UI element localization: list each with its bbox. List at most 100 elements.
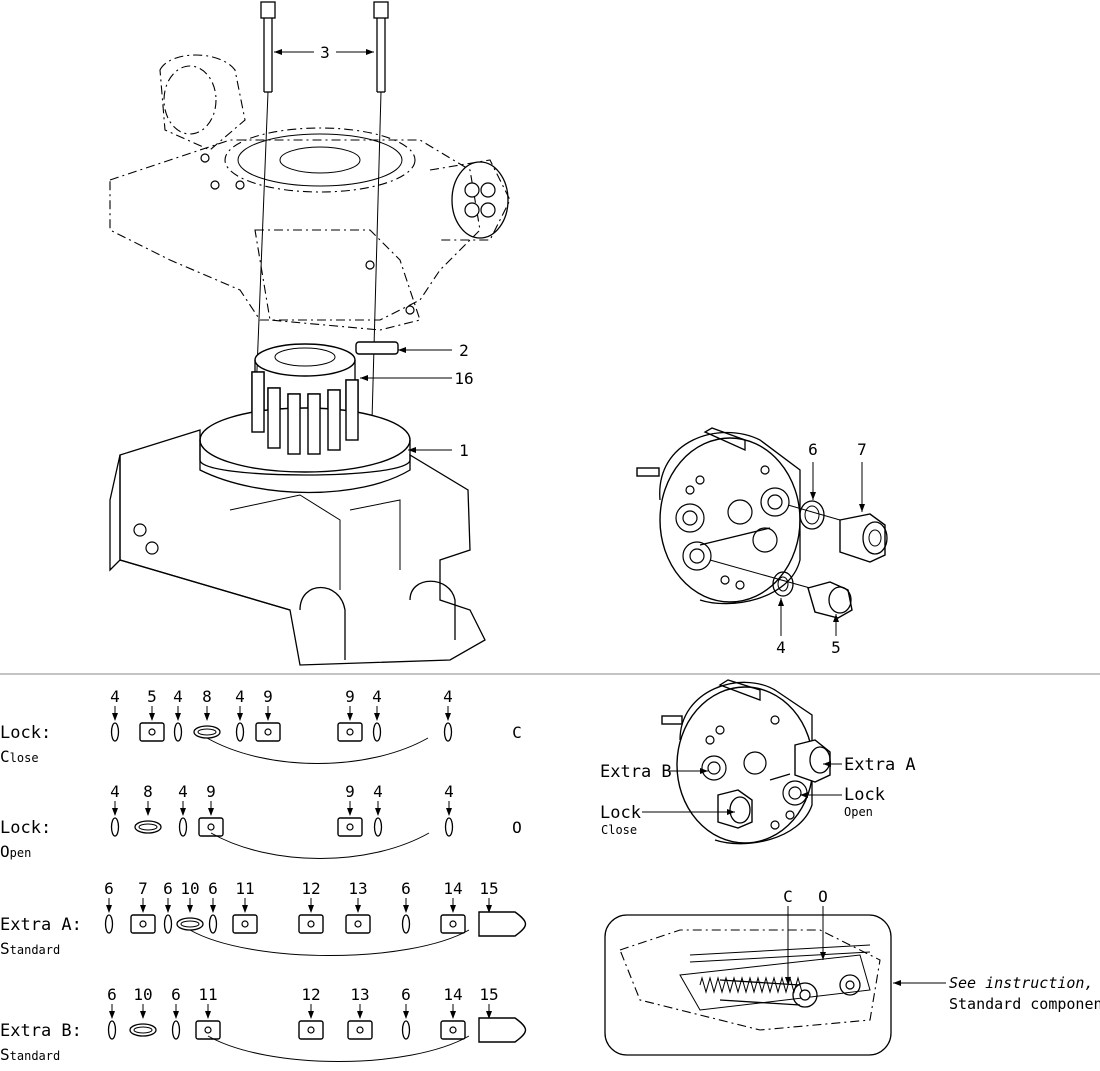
leader-arrow: [403, 1011, 409, 1019]
port-labelled-view: Extra B Extra A Lock Close Lock Open: [600, 679, 916, 845]
callout-2: 2: [459, 341, 469, 360]
seal-part: [208, 914, 218, 934]
leader-arrow: [347, 713, 353, 721]
label-extra-a: Extra A: [844, 755, 916, 775]
part-callout-5: 5: [147, 687, 157, 706]
leader-arrow: [173, 1011, 179, 1019]
label-lock-close-sub: Close: [601, 823, 637, 837]
screw-right: [373, 1, 389, 93]
row-sublabel-extra-a: Standard: [0, 939, 60, 958]
hose-line: [206, 737, 429, 764]
part-callout-4: 4: [444, 782, 454, 801]
row-label-lock-open: Lock:: [0, 818, 51, 838]
seal-6: [799, 500, 825, 530]
tool-changer-base: [109, 429, 486, 666]
part-callout-4: 4: [110, 687, 120, 706]
seal-part: [178, 817, 188, 837]
part-callout-9: 9: [345, 782, 355, 801]
leader-arrow: [106, 905, 112, 913]
part-callout-6: 6: [401, 879, 411, 898]
label-lock-open-sub: Open: [844, 805, 873, 819]
cap-part: [478, 911, 527, 937]
part-callout-9: 9: [263, 687, 273, 706]
leader-arrow: [140, 905, 146, 913]
seal-part: [235, 722, 245, 742]
fitting-hole: [307, 1026, 315, 1034]
leader-arrow: [486, 905, 492, 913]
fitting-hole: [264, 728, 272, 736]
part-callout-4: 4: [372, 687, 382, 706]
row-label-extra-a: Extra A:: [0, 915, 82, 935]
part-callout-4: 4: [178, 782, 188, 801]
leader-arrow: [308, 905, 314, 913]
leader-arrow: [149, 713, 155, 721]
row-side-lock-open: O: [512, 818, 522, 837]
seal-part: [110, 722, 120, 742]
leader-arrow: [403, 905, 409, 913]
hose-line: [207, 1035, 470, 1062]
cap-part: [478, 1017, 527, 1043]
leader-arrow: [205, 1011, 211, 1019]
seal-part: [401, 914, 411, 934]
part-callout-10: 10: [133, 985, 152, 1004]
leader-arrow: [208, 808, 214, 816]
leader-arrow: [210, 905, 216, 913]
row-label-extra-b: Extra B:: [0, 1021, 82, 1041]
seal-4: [772, 571, 794, 597]
part-callout-10: 10: [180, 879, 199, 898]
part-callout-15: 15: [479, 985, 498, 1004]
banjo-part: [129, 1023, 157, 1037]
leader-arrow: [265, 713, 271, 721]
leader-arrow: [450, 1011, 456, 1019]
part-callout-11: 11: [235, 879, 254, 898]
callout-16: 16: [454, 369, 473, 388]
callout-6-top: 6: [808, 440, 818, 459]
callout-4-bottom: 4: [776, 638, 786, 657]
seal-part: [444, 817, 454, 837]
seal-part: [107, 1020, 117, 1040]
hose-line: [189, 929, 470, 956]
part-callout-4: 4: [443, 687, 453, 706]
banjo-inner: [197, 728, 217, 736]
part-callout-13: 13: [350, 985, 369, 1004]
leader-arrow: [165, 905, 171, 913]
part-callout-6: 6: [208, 879, 218, 898]
part-callout-4: 4: [373, 782, 383, 801]
spring: [699, 976, 803, 994]
row-side-lock-close: C: [512, 723, 522, 742]
seal-part: [373, 817, 383, 837]
fitting-hole: [449, 1026, 457, 1034]
part-callout-4: 4: [173, 687, 183, 706]
leader-arrow: [374, 713, 380, 721]
fitting-hole: [204, 1026, 212, 1034]
leader-arrow: [347, 808, 353, 816]
part-callout-9: 9: [206, 782, 216, 801]
leader-arrow: [375, 808, 381, 816]
part-callout-4: 4: [110, 782, 120, 801]
fitting-hole: [354, 920, 362, 928]
note-see-instruction: See instruction,: [949, 974, 1094, 992]
part-callout-6: 6: [107, 985, 117, 1004]
part-callout-8: 8: [143, 782, 153, 801]
leader-arrow: [355, 905, 361, 913]
label-lock-open: Lock: [844, 785, 885, 805]
part-callout-6: 6: [401, 985, 411, 1004]
part-callout-4: 4: [235, 687, 245, 706]
part-callout-12: 12: [301, 985, 320, 1004]
callout-7-top: 7: [857, 440, 867, 459]
part-callout-6: 6: [104, 879, 114, 898]
main-assembly: 3 2: [109, 1, 511, 666]
seal-part: [401, 1020, 411, 1040]
callout-5-bottom: 5: [831, 638, 841, 657]
part-callout-11: 11: [198, 985, 217, 1004]
seal-part: [104, 914, 114, 934]
fitting-hole: [207, 823, 215, 831]
part-callout-15: 15: [479, 879, 498, 898]
leader-arrow: [446, 808, 452, 816]
fitting-hole: [346, 823, 354, 831]
callout-3: 3: [320, 43, 330, 62]
seal-part: [163, 914, 173, 934]
seal-part: [372, 722, 382, 742]
